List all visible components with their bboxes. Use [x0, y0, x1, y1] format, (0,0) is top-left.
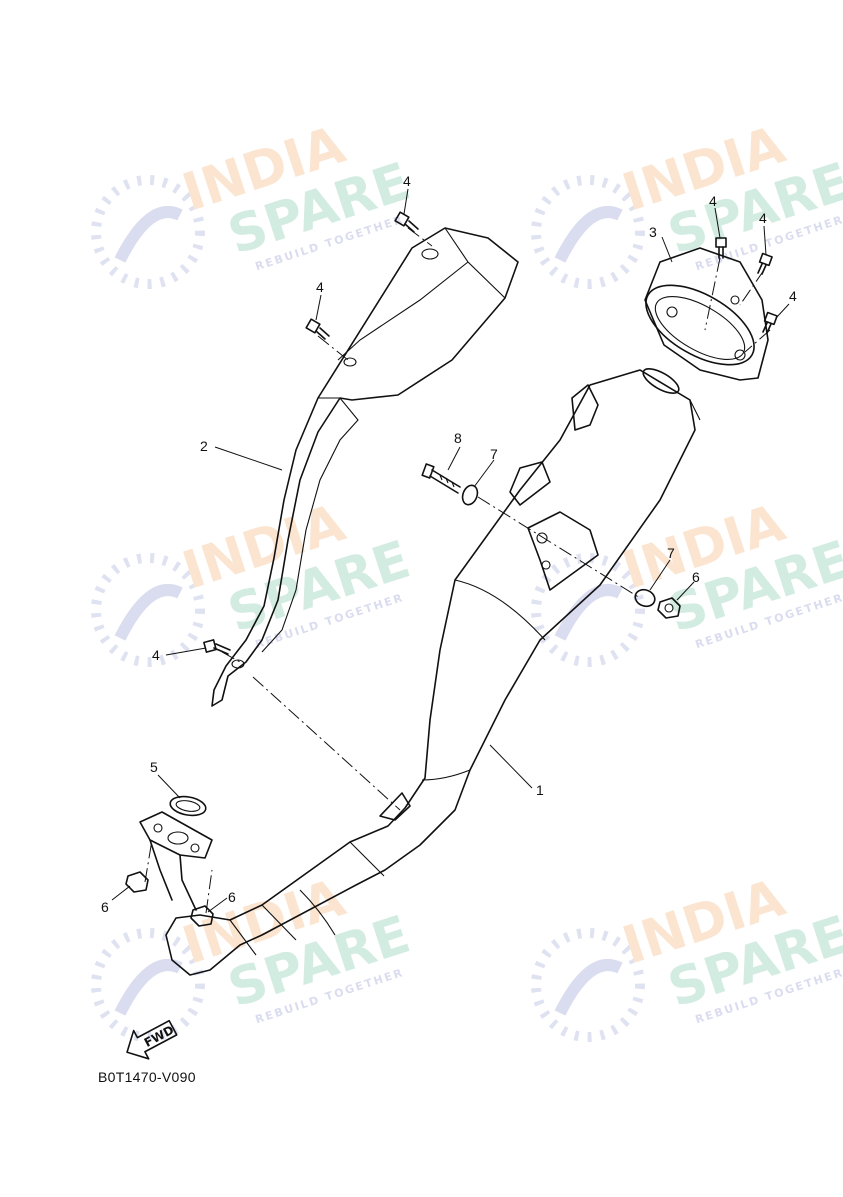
callout-label: 6	[692, 569, 700, 585]
bolt-part	[394, 211, 419, 233]
callout-label: 3	[649, 224, 657, 240]
muffler-assembly-part	[165, 368, 701, 976]
watermark-top-right: INDIA SPARE REBUILD TOGETHER	[531, 115, 843, 289]
nut-part	[657, 597, 681, 619]
watermark-bottom-right: INDIA SPARE REBUILD TOGETHER	[531, 868, 843, 1042]
washer-part	[461, 484, 479, 506]
callout-label: 4	[759, 210, 767, 226]
watermark-bottom-left: INDIA SPARE REBUILD TOGETHER	[91, 868, 417, 1042]
nut-part	[190, 905, 214, 927]
bolt-part	[305, 318, 330, 340]
callout-label: 4	[152, 647, 160, 663]
fwd-arrow-icon: FWD	[126, 1019, 178, 1060]
callout-label: 4	[403, 173, 411, 189]
callout-label: 4	[789, 288, 797, 304]
callout-label: 5	[150, 759, 158, 775]
callout-label: 7	[667, 545, 675, 561]
callout-label: 4	[709, 193, 717, 209]
exhaust-flange-part	[139, 811, 213, 911]
diagram-code: B0T1470-V090	[98, 1069, 196, 1085]
watermark-top-left: INDIA SPARE REBUILD TOGETHER	[91, 115, 417, 289]
bolt-part	[715, 237, 727, 259]
muffler-cap-part	[644, 247, 769, 381]
bolt-part	[757, 252, 773, 275]
callout-label: 2	[200, 438, 208, 454]
nut-part	[125, 871, 149, 893]
watermark-mid-right: INDIA SPARE REBUILD TOGETHER	[531, 493, 843, 667]
callout-label: 6	[228, 889, 236, 905]
callout-label: 1	[536, 782, 544, 798]
gasket-part	[169, 795, 207, 817]
callout-label: 6	[101, 899, 109, 915]
heat-protector-part	[211, 227, 519, 707]
alignment-lines	[144, 227, 771, 914]
watermark-mid-left: INDIA SPARE REBUILD TOGETHER	[91, 493, 417, 667]
leader-lines	[111, 188, 790, 913]
callout-labels: 4 4 4 2 3 4 4 4 1 5 6 6 6 7 7 8	[101, 173, 797, 915]
callout-label: 7	[490, 446, 498, 462]
washer-part	[634, 588, 656, 608]
callout-label: 8	[454, 430, 462, 446]
bolt-part	[203, 639, 231, 655]
callout-label: 4	[316, 279, 324, 295]
bolt-part	[421, 463, 461, 494]
